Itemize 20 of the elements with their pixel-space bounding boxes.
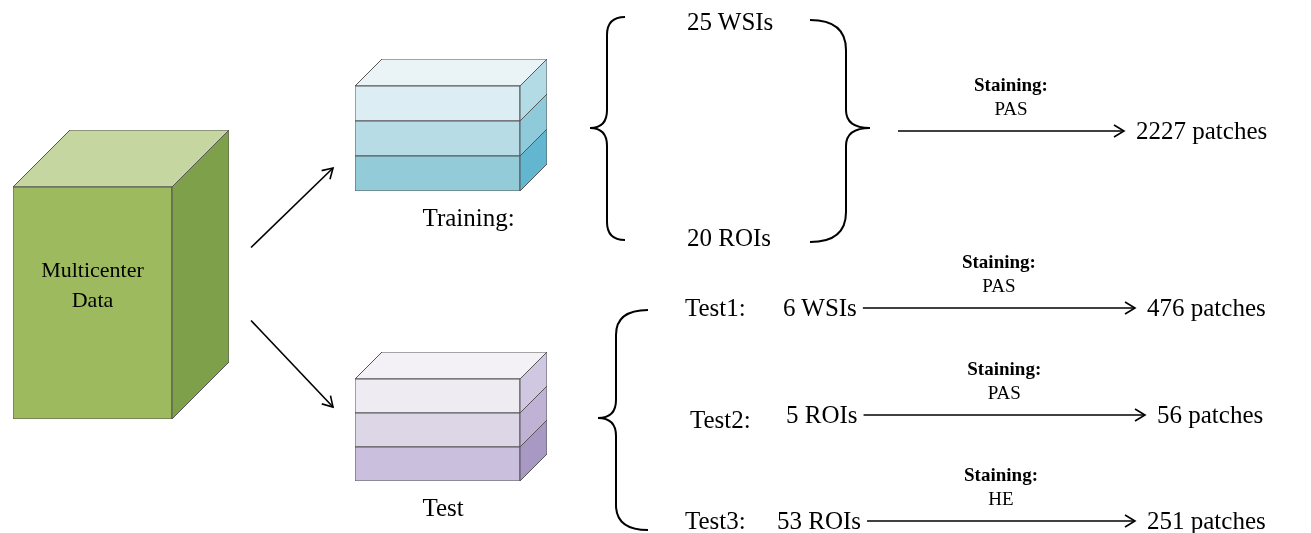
count-label: 25 WSIs (687, 7, 774, 37)
node-label: Multicenter Data (40, 256, 145, 314)
count-label: 53 ROIs (777, 506, 862, 533)
arrow (250, 167, 334, 249)
arrow (250, 319, 334, 408)
patch-count: 56 patches (1157, 400, 1264, 430)
arrow (862, 408, 1146, 422)
arrow (862, 301, 1136, 315)
test-set-label: Test1: (685, 293, 746, 323)
node-label: Training: (422, 203, 515, 233)
count-label: 6 WSIs (783, 293, 857, 323)
patch-count: 476 patches (1147, 293, 1266, 323)
count-label: 5 ROIs (786, 400, 858, 430)
arrow (897, 124, 1125, 138)
node-label: Test (422, 493, 464, 523)
patch-count: 2227 patches (1136, 116, 1268, 146)
arrow (866, 514, 1136, 528)
test-set-label: Test3: (685, 506, 746, 533)
test-set-label: Test2: (690, 405, 751, 435)
count-label: 20 ROIs (687, 223, 772, 253)
